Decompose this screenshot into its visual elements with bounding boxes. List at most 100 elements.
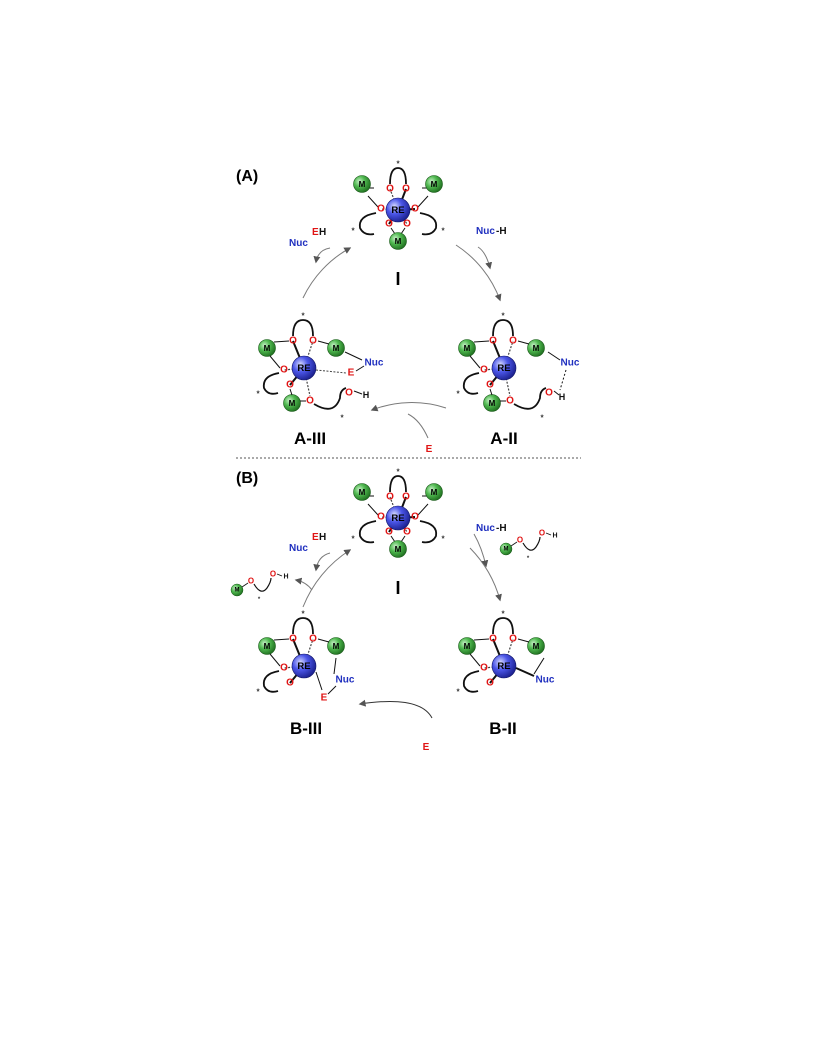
m-o-bond <box>417 195 429 208</box>
star-marker: * <box>501 610 505 619</box>
oxygen-atom: O <box>489 634 497 645</box>
m-o-bond <box>469 355 481 369</box>
arrow-b-ii-to-b-iii <box>358 699 433 719</box>
metal-sphere <box>527 637 545 655</box>
hydrogen-atom-small: H <box>283 574 288 581</box>
electrophile-b: E <box>423 742 430 753</box>
e-nuc-bond <box>355 365 365 372</box>
star-marker: * <box>456 688 460 697</box>
metal-sphere <box>353 483 371 501</box>
m-o-bond <box>417 503 429 516</box>
oxygen-atom: O <box>402 184 410 195</box>
oxygen-atom: O <box>286 380 294 391</box>
metal-sphere <box>353 175 371 193</box>
oxygen-atom: O <box>411 512 419 523</box>
panel-a-label: (A) <box>236 168 258 185</box>
binol-arc-left <box>262 372 280 395</box>
oxygen-atom: O <box>489 336 497 347</box>
oxygen-atom: O <box>509 336 517 347</box>
m-o-bond <box>400 535 406 543</box>
metal-sphere <box>258 637 276 655</box>
metal-label-small: M <box>504 547 509 553</box>
arrow-release-product-b <box>313 552 331 572</box>
panel-b-label: (B) <box>236 470 258 487</box>
rare-earth-sphere <box>291 355 317 381</box>
h-bond-dashed <box>559 369 567 391</box>
star-marker: * <box>351 227 355 236</box>
product-nuc-b: Nuc <box>289 543 308 554</box>
m-nuc-bond <box>333 657 337 675</box>
re-e-bond <box>315 369 347 374</box>
metal-label: M <box>431 488 438 497</box>
arrow-nuc-h-entry-a <box>477 246 493 270</box>
oxygen-atom: O <box>386 184 394 195</box>
o-h-bond <box>545 532 552 536</box>
oxygen-atom: O <box>289 634 297 645</box>
arrow-b-iii-to-i <box>302 549 352 608</box>
metal-sphere <box>425 483 443 501</box>
m-o-bond <box>367 503 379 516</box>
binol-arc-left <box>262 670 280 693</box>
m-o-bond <box>317 340 330 345</box>
oxygen-atom: O <box>386 492 394 503</box>
oxygen-atom: O <box>480 365 488 376</box>
m-o-bond <box>473 638 490 641</box>
m-o-bond <box>289 388 293 396</box>
o-h-bond <box>553 390 560 396</box>
rare-earth-label: RE <box>391 205 404 216</box>
binol-arc-top <box>292 617 314 635</box>
electrophile-bound-label: E <box>348 368 355 379</box>
arrow-release-product-a <box>313 247 331 264</box>
metal-label: M <box>333 344 340 353</box>
oxygen-atom-small: O <box>248 577 254 586</box>
oxygen-atom: O <box>486 678 494 689</box>
oxygen-atom: O <box>309 634 317 645</box>
star-marker: * <box>441 227 445 236</box>
m-o-bond <box>367 195 379 208</box>
rare-earth-label: RE <box>497 363 510 374</box>
m-o-bond <box>473 340 490 343</box>
species-label-b-iii: B-III <box>290 719 322 738</box>
metal-label: M <box>289 399 296 408</box>
star-marker: * <box>301 312 305 321</box>
m-o-bond <box>317 638 330 643</box>
oxygen-atom: O <box>509 634 517 645</box>
binol-arc-right <box>419 212 438 236</box>
metal-sphere <box>458 637 476 655</box>
arrow-i-to-a-ii <box>455 244 502 302</box>
oxygen-atom: O <box>480 663 488 674</box>
rare-earth-label: RE <box>297 363 310 374</box>
oxygen-atom: O <box>309 336 317 347</box>
metal-label: M <box>395 545 402 554</box>
product-h-a: H <box>319 227 326 238</box>
rare-earth-label: RE <box>497 661 510 672</box>
o-h-bond <box>353 390 363 395</box>
star-marker: * <box>351 535 355 544</box>
oxygen-atom: O <box>280 663 288 674</box>
star-marker-small: * <box>258 597 261 603</box>
metal-label: M <box>333 642 340 651</box>
m-nuc-bond <box>547 351 561 361</box>
star-marker: * <box>396 160 400 169</box>
binol-arc-bottom <box>513 387 547 410</box>
binol-arc-left <box>462 670 480 693</box>
binol-arc-left <box>358 212 377 236</box>
star-marker: * <box>501 312 505 321</box>
m-o-bond <box>517 340 530 345</box>
star-marker: * <box>441 535 445 544</box>
binol-arc-bottom <box>313 387 347 410</box>
metal-label: M <box>431 180 438 189</box>
e-nuc-bond <box>327 685 337 695</box>
m-o-bond <box>489 388 493 396</box>
rare-earth-label: RE <box>391 513 404 524</box>
species-label-a-ii: A-II <box>490 429 517 448</box>
oxygen-atom: O <box>486 380 494 391</box>
star-marker: * <box>540 414 544 423</box>
binol-arc-top <box>389 475 407 493</box>
